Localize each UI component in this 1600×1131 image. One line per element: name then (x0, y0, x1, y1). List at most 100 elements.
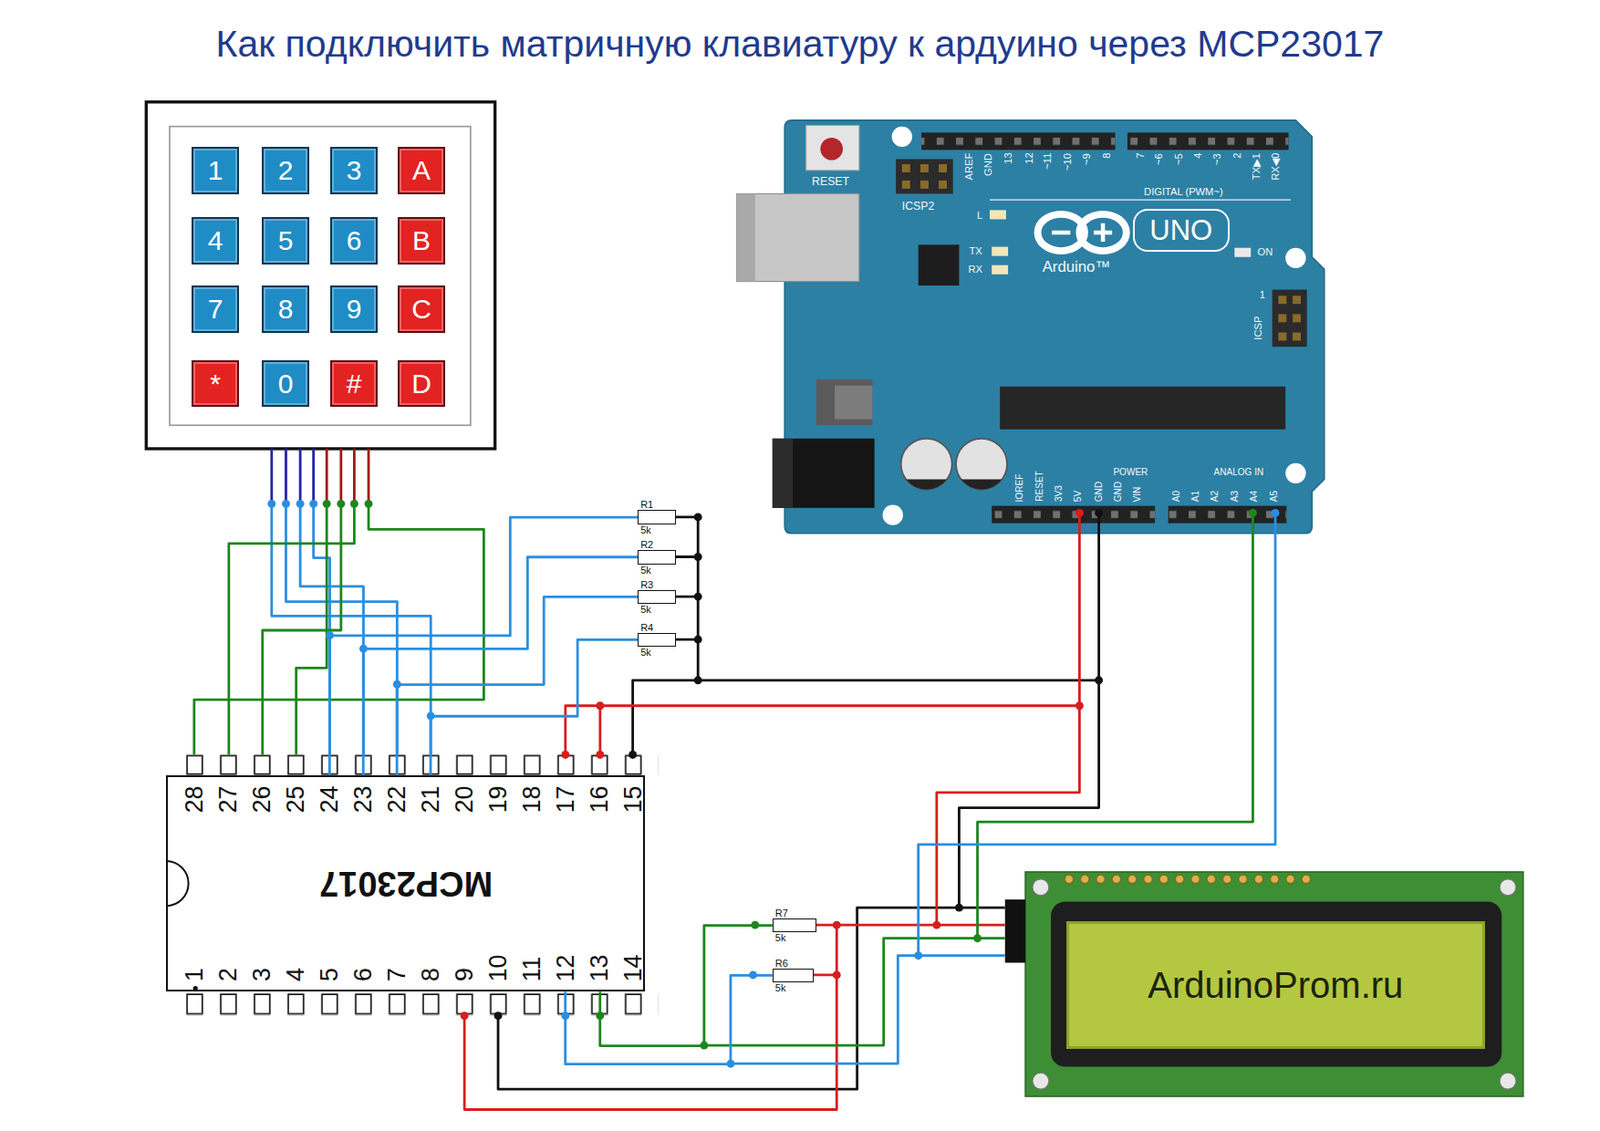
resistor-label: R3 (640, 579, 654, 591)
keypad-key: 8 (261, 285, 309, 333)
junction-dot (561, 750, 570, 759)
led (991, 247, 1008, 257)
key-label: 7 (207, 293, 224, 325)
mounting-hole (1032, 879, 1050, 896)
resistor-body (637, 509, 676, 525)
brand-label: Arduino™ (1042, 259, 1112, 276)
key-label: 9 (346, 293, 363, 325)
key-label: C (411, 293, 432, 325)
resistor-label: R2 (640, 539, 654, 551)
icsp-pin (1292, 295, 1301, 304)
chip-pin (186, 993, 659, 1017)
pin-label: ~6 (1153, 153, 1164, 166)
keypad-key: 6 (330, 217, 377, 264)
junction-dot (281, 499, 291, 509)
key-label: 8 (278, 293, 294, 325)
pin-label: 13 (1003, 153, 1014, 165)
regulator (834, 385, 873, 420)
board-label: ANALOG IN (1214, 467, 1265, 478)
keypad-key: 5 (261, 217, 309, 264)
junction-dot (309, 499, 318, 509)
icsp-pin (1292, 313, 1301, 323)
junction-dot (694, 675, 703, 685)
pin-number: 7 (384, 967, 410, 982)
junction-dot (322, 499, 332, 509)
pin-label: ~11 (1042, 153, 1053, 170)
keypad-key: 4 (191, 217, 239, 264)
pin-number: 22 (384, 785, 410, 813)
pin-number: 4 (283, 967, 309, 982)
pin-label: 7 (1134, 153, 1145, 159)
junction-dot (460, 1011, 469, 1020)
pin-header (921, 132, 1115, 150)
pin-number: 19 (486, 785, 511, 813)
junction-dot (914, 951, 923, 960)
pin-number: 21 (418, 785, 444, 813)
mounting-hole (1499, 879, 1517, 896)
pin-label: A2 (1210, 490, 1220, 502)
junction-dot (1094, 675, 1103, 685)
regulator (816, 379, 873, 426)
resistor-label: 5k (775, 982, 787, 994)
microcontroller (999, 386, 1286, 430)
pin-label: VIN (1132, 487, 1143, 503)
pin-label: AREF (964, 153, 975, 181)
icsp-pin (1277, 295, 1287, 304)
keypad-key: 9 (330, 285, 377, 333)
pin-number: 9 (452, 967, 478, 982)
led-label: ON (1257, 247, 1274, 258)
resistor-label: R7 (775, 907, 789, 919)
junction-dot (832, 970, 842, 979)
keypad-lead (271, 448, 314, 504)
junction-dot (694, 552, 703, 562)
resistor-label: 5k (640, 646, 652, 658)
lcd-screen: ArduinoProm.ru (1066, 921, 1486, 1050)
pin-number: 20 (452, 785, 478, 813)
pin-header (1168, 506, 1288, 524)
pin-number: 23 (351, 785, 376, 813)
key-label: * (209, 368, 221, 400)
wire (363, 557, 638, 776)
i2c-connector (1005, 899, 1026, 963)
lcd-text: ArduinoProm.ru (1147, 965, 1403, 1007)
junction-dot (628, 750, 637, 759)
resistor-label: 5k (640, 564, 652, 576)
board-logo-text: UNO (1149, 214, 1213, 248)
lcd-board (1025, 872, 1524, 1097)
pin-header (921, 132, 1115, 150)
key-label: D (411, 368, 432, 400)
junction-dot (364, 499, 374, 509)
lcd-module (1005, 872, 1524, 1097)
junction-dot (267, 499, 276, 509)
wire (430, 639, 638, 776)
mounting-hole (1499, 1072, 1517, 1090)
pin-number: 16 (587, 785, 613, 813)
icsp-header (895, 158, 954, 194)
page-title: Как подключить матричную клавиатуру к ар… (0, 22, 1600, 66)
silkscreen-line (989, 198, 1291, 200)
junction-dot (336, 499, 345, 509)
led-label: TX (968, 246, 982, 257)
pin-header (991, 506, 1155, 524)
keypad-key: 0 (261, 360, 309, 407)
keypad-key: * (191, 360, 239, 407)
led (991, 265, 1008, 275)
resistor-body (637, 590, 676, 605)
keypad-key: C (397, 285, 445, 333)
pin-label: TX▶1 (1250, 153, 1261, 180)
junction-dot (350, 499, 359, 509)
key-label: 0 (278, 368, 294, 400)
junction-dot (832, 921, 842, 930)
pin-number: 28 (182, 785, 208, 813)
resistor-label: 5k (775, 932, 787, 944)
pin-number: 10 (486, 954, 511, 982)
board-label: POWER (1112, 467, 1148, 478)
resistor-body (637, 633, 676, 648)
resistor-symbol: R35k (637, 579, 676, 616)
junction-dot (1271, 509, 1280, 518)
power-jack (772, 438, 793, 509)
resistor-symbol: R65k (772, 957, 814, 995)
junction-dot (595, 701, 604, 710)
resistor-symbol: R2 5k (637, 539, 676, 576)
wire (329, 517, 638, 776)
